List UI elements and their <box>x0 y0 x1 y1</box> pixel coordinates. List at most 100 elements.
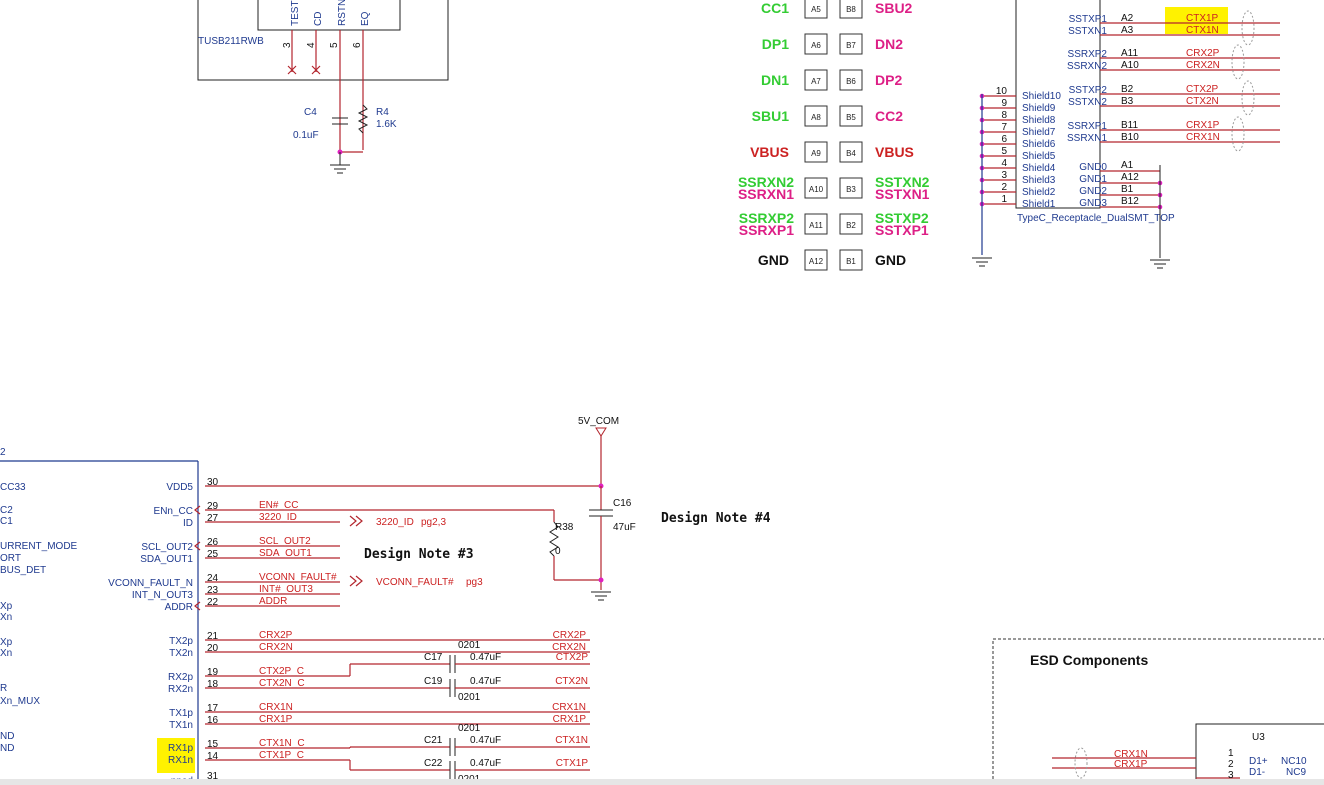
ic-pin-name-1: ENn_CC <box>154 506 193 517</box>
ic-pin-num-6: 23 <box>207 585 219 596</box>
ic-pin-name-4: SDA_OUT1 <box>140 554 193 565</box>
cap-value-3: 0.47uF <box>470 758 501 769</box>
pinmap-lpin-6: A11 <box>809 221 823 230</box>
esd-net-crx1p: CRX1P <box>1114 759 1148 770</box>
shield-num-5: 5 <box>1001 146 1007 157</box>
ic-pin-name-5: VCONN_FAULT_N <box>108 578 193 589</box>
c16-ref: C16 <box>613 498 632 509</box>
shield-num-3: 7 <box>1001 122 1007 133</box>
pinmap-rpin-2: B6 <box>846 77 856 86</box>
pinmap-lpin-4: A9 <box>811 149 821 158</box>
tusb211-part: TUSB211RWB <box>198 36 264 47</box>
conn-signal-5: SSTXN2 <box>1068 97 1107 108</box>
pin-num-4: 4 <box>306 42 317 48</box>
shield-name-4: Shield6 <box>1022 139 1056 150</box>
pinmap-right-6: SSTXP2 <box>875 210 929 226</box>
pinmap-right-3: CC2 <box>875 108 903 124</box>
shield-num-6: 4 <box>1001 158 1007 169</box>
esd-pin-d1n: D1- <box>1249 767 1265 778</box>
ic-pin-num-16: 31 <box>207 771 219 782</box>
gnd-pin-3: B12 <box>1121 196 1139 207</box>
ic-left-label-7: Xn <box>0 612 12 623</box>
esd-net-crx1n: CRX1N <box>1114 749 1148 760</box>
ic-net-5: VCONN_FAULT# <box>259 572 337 583</box>
pinmap-left-2: DN1 <box>761 72 789 88</box>
ic-net-3: SCL_OUT2 <box>259 536 311 547</box>
ic-net-15: CTX1P_C <box>259 750 304 761</box>
pinmap-lpin-5: A10 <box>809 185 824 194</box>
r38-ref: R38 <box>555 522 574 533</box>
ic-pin-name-2: ID <box>183 518 193 529</box>
pinmap-right-0: SBU2 <box>875 0 913 16</box>
offpage-3220id: 3220_ID <box>376 517 414 528</box>
cap-out-3: CTX1P <box>556 758 589 769</box>
pinmap-right-5: SSTXN2 <box>875 174 930 190</box>
conn-net-6: CRX1P <box>1186 120 1220 131</box>
shield-num-2: 8 <box>1001 110 1007 121</box>
cap-pkg-0: 0201 <box>458 640 481 651</box>
pin-name-eq: EQ <box>360 11 371 26</box>
pinmap-rpin-4: B4 <box>846 149 856 158</box>
conn-pin-2: A11 <box>1121 48 1138 59</box>
pin-name-rstn: RSTN <box>337 0 348 26</box>
pin-num-5: 5 <box>329 42 340 48</box>
ic-pin-num-5: 24 <box>207 573 219 584</box>
shield-num-0: 10 <box>996 86 1008 97</box>
ic-net-1: EN#_CC <box>259 500 298 511</box>
ic-title-partial: 2 <box>0 447 6 458</box>
pinmap-rpin-0: B8 <box>846 5 856 14</box>
shield-name-7: Shield3 <box>1022 175 1056 186</box>
pinmap-left-5: SSRXN2 <box>738 174 794 190</box>
ic-pin-rx1n-hl: RX1n <box>168 755 193 766</box>
shield-name-6: Shield4 <box>1022 163 1056 174</box>
pinmap-left2-6: SSRXP1 <box>739 222 794 238</box>
pinmap-right-7: GND <box>875 252 906 268</box>
esd-pin-nc9: NC9 <box>1286 767 1306 778</box>
ic-pin-name-6: INT_N_OUT3 <box>132 590 194 601</box>
cap-ref-2: C21 <box>424 735 443 746</box>
ic-left-label-13: ND <box>0 743 14 754</box>
pin-num-6: 6 <box>352 42 363 48</box>
gnd-pin-1: A12 <box>1121 172 1139 183</box>
pinmap-lpin-0: A5 <box>811 5 821 14</box>
shield-name-5: Shield5 <box>1022 151 1056 162</box>
ic-left-label-4: ORT <box>0 553 21 564</box>
power-label: 5V_COM <box>578 416 619 427</box>
pinmap-rpin-6: B2 <box>846 221 856 230</box>
pinmap-right2-6: SSTXP1 <box>875 222 929 238</box>
cap-out-1: CTX2N <box>555 676 588 687</box>
pinmap-rpin-1: B7 <box>846 41 856 50</box>
ic-pin-num-0: 30 <box>207 477 219 488</box>
gnd-name-3: GND3 <box>1079 198 1107 209</box>
cap-ref-3: C22 <box>424 758 443 769</box>
ic-net-10: CTX2P_C <box>259 666 304 677</box>
ic-pin-name-13: TX1n <box>169 720 193 731</box>
conn-net-5: CTX2N <box>1186 96 1219 107</box>
ic-net-14: CTX1N_C <box>259 738 305 749</box>
ic-right-net-8: CRX2P <box>553 630 587 641</box>
ic-net-7: ADDR <box>259 596 287 607</box>
shield-name-0: Shield10 <box>1022 91 1061 102</box>
conn-pin-7: B10 <box>1121 132 1139 143</box>
design-note-3: Design Note #3 <box>364 547 474 562</box>
esd-title: ESD Components <box>1030 652 1148 668</box>
pinmap-left-1: DP1 <box>762 36 789 52</box>
shield-num-9: 1 <box>1001 194 1007 205</box>
pin-name-cd: CD <box>313 12 324 26</box>
ic-net-12: CRX1N <box>259 702 293 713</box>
horizontal-scrollbar[interactable] <box>0 779 1324 785</box>
gnd-pin-0: A1 <box>1121 160 1134 171</box>
r38-value: 0 <box>555 546 561 557</box>
conn-signal-2: SSRXP2 <box>1068 49 1108 60</box>
ic-pin-rx1p-hl: RX1p <box>168 743 193 754</box>
connector-part: TypeC_Receptacle_DualSMT_TOP <box>1017 213 1175 224</box>
esd-pin-d1p: D1+ <box>1249 756 1268 767</box>
pinmap-left2-5: SSRXN1 <box>738 186 794 202</box>
gnd-name-0: GND0 <box>1079 162 1107 173</box>
highlight-ctx1 <box>1165 7 1228 34</box>
offpage-vconn: VCONN_FAULT# <box>376 577 454 588</box>
cap-out-0: CTX2P <box>556 652 589 663</box>
